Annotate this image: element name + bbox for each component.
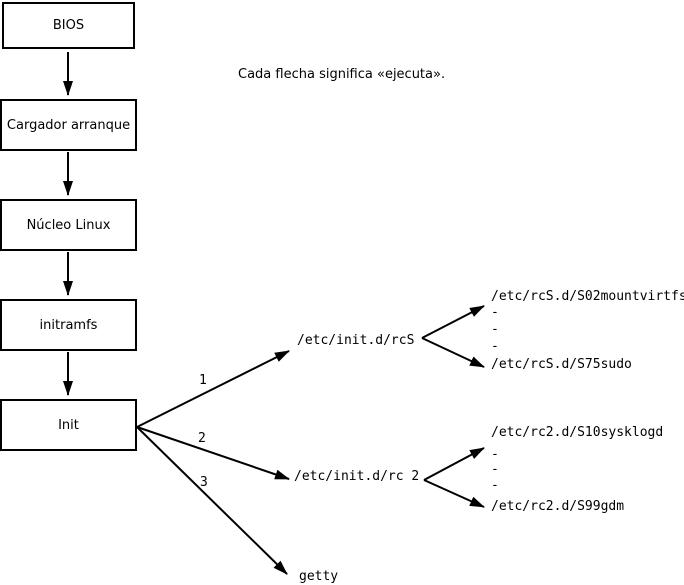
box-bootloader: Cargador arranque bbox=[0, 99, 137, 151]
legend-note: Cada flecha significa «ejecuta». bbox=[238, 67, 446, 82]
arrow-rcS-to-last-script bbox=[421, 337, 485, 368]
rcS-ellipsis-dash: - bbox=[491, 305, 499, 320]
rc2-ellipsis-dash: - bbox=[491, 447, 499, 462]
box-linux-kernel: Núcleo Linux bbox=[0, 199, 137, 251]
rc2-ellipsis-dash: - bbox=[491, 478, 499, 493]
arrow-init-to-rcS bbox=[136, 350, 290, 428]
branch-order-1: 1 bbox=[199, 373, 207, 388]
rcS-last-script: /etc/rcS.d/S75sudo bbox=[491, 357, 632, 372]
target-getty: getty bbox=[299, 569, 339, 584]
arrow-rcS-to-first-script bbox=[421, 305, 485, 339]
rc2-last-script: /etc/rc2.d/S99gdm bbox=[491, 499, 625, 514]
box-initramfs: initramfs bbox=[0, 299, 137, 351]
arrow-rc2-to-last-script bbox=[423, 479, 485, 508]
rcS-ellipsis-dash: - bbox=[491, 322, 499, 337]
arrow-init-to-rc2 bbox=[136, 426, 290, 480]
box-bios: BIOS bbox=[2, 2, 135, 49]
rcS-first-script: /etc/rcS.d/S02mountvirtfs bbox=[491, 289, 684, 304]
box-init: Init bbox=[0, 399, 137, 451]
rcS-ellipsis-dash: - bbox=[491, 339, 499, 354]
rc2-first-script: /etc/rc2.d/S10sysklogd bbox=[491, 425, 664, 440]
branch-order-3: 3 bbox=[200, 475, 208, 490]
rc2-ellipsis-dash: - bbox=[491, 462, 499, 477]
target-rc2: /etc/init.d/rc 2 bbox=[294, 469, 420, 484]
arrow-rc2-to-first-script bbox=[423, 447, 485, 481]
branch-order-2: 2 bbox=[198, 431, 206, 446]
target-rcS: /etc/init.d/rcS bbox=[297, 333, 415, 348]
arrow-init-to-getty bbox=[136, 426, 288, 575]
